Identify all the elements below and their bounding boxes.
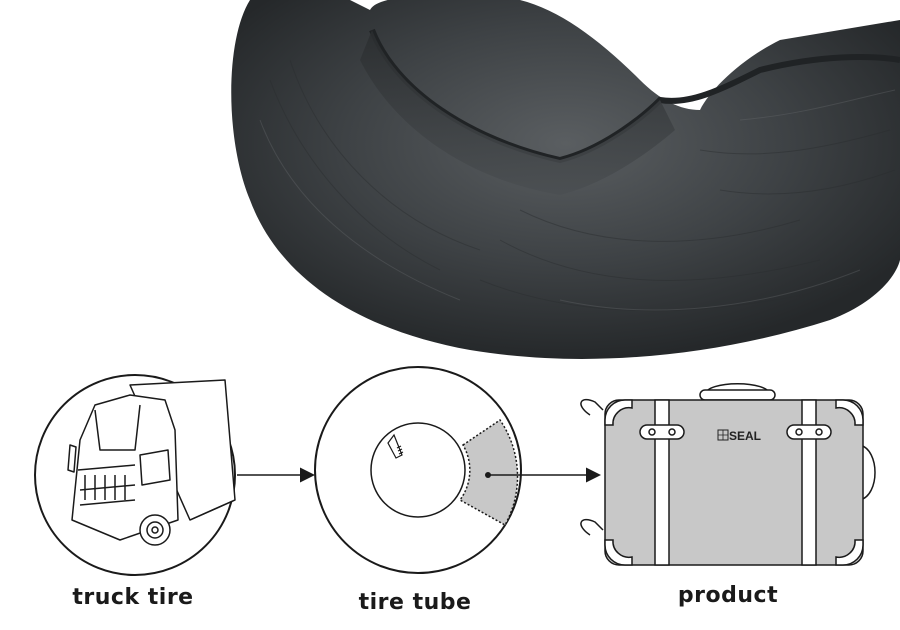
truck-icon	[67, 379, 236, 546]
valve-stem-icon	[387, 433, 404, 459]
brand-logo-text: SEAL	[729, 429, 761, 443]
tire-tube-cross-section-icon	[314, 366, 522, 574]
label-product: product	[677, 583, 779, 608]
brand-logo: SEAL	[717, 429, 761, 443]
tire-tube-photo	[231, 0, 900, 359]
label-truck-tire: truck tire	[72, 585, 194, 610]
tube-inner-wall	[360, 30, 675, 195]
truck-tire-circle	[34, 374, 236, 576]
suitcase-icon	[580, 383, 876, 566]
tube-inner-rim	[369, 28, 900, 164]
label-tire-tube: tire tube	[358, 590, 472, 615]
tube-inner-hole	[350, 0, 900, 110]
